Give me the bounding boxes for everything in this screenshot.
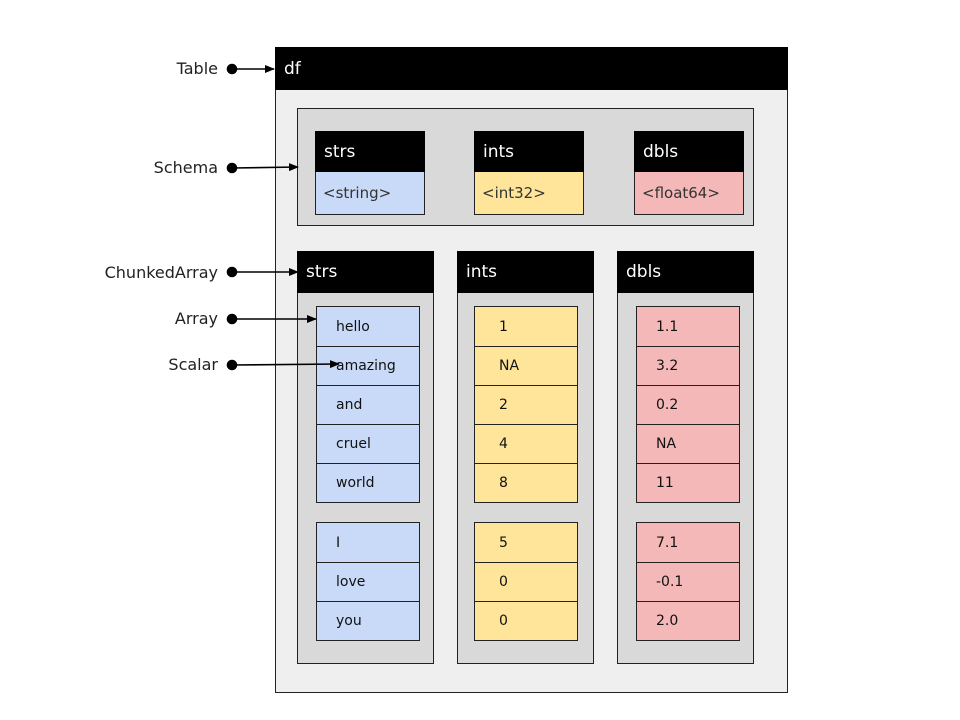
- label-scalar: Scalar: [168, 355, 218, 374]
- scalar-cell: 1.1: [656, 318, 679, 335]
- scalar-cell: NA: [475, 346, 577, 385]
- schema-field-type: <float64>: [634, 172, 744, 215]
- scalar-cell: NA: [637, 424, 739, 463]
- array-chunk: 1.1 3.2 0.2 NA 11: [636, 306, 740, 503]
- scalar-cell: 11: [637, 463, 739, 502]
- schema-field-dbls: dbls <float64>: [634, 131, 744, 215]
- arrow-scalar: [226, 359, 340, 371]
- array-chunk: 5 0 0: [474, 522, 578, 641]
- scalar-cell: 2.0: [637, 601, 739, 640]
- arrow-table: [226, 63, 275, 75]
- arrow-array: [226, 313, 317, 325]
- label-table: Table: [176, 59, 218, 78]
- scalar-cell: I: [336, 534, 341, 551]
- scalar-cell: love: [317, 562, 419, 601]
- scalar-cell: 0: [475, 562, 577, 601]
- array-chunk: hello amazing and cruel world: [316, 306, 420, 503]
- scalar-cell: hello: [336, 318, 370, 335]
- scalar-cell: -0.1: [637, 562, 739, 601]
- chunked-array-header: dbls: [617, 251, 754, 293]
- scalar-cell: cruel: [317, 424, 419, 463]
- scalar-cell: you: [317, 601, 419, 640]
- arrow-chunked-array: [226, 266, 299, 278]
- schema-field-name: ints: [474, 131, 584, 172]
- chunked-array-header: strs: [297, 251, 434, 293]
- scalar-cell: amazing: [317, 346, 419, 385]
- label-array: Array: [174, 309, 218, 328]
- table-name: df: [284, 58, 301, 79]
- scalar-cell: 8: [475, 463, 577, 502]
- schema-field-name: strs: [315, 131, 425, 172]
- label-chunked-array: ChunkedArray: [104, 263, 218, 282]
- scalar-cell: 0.2: [637, 385, 739, 424]
- scalar-cell: 4: [475, 424, 577, 463]
- scalar-cell: 0: [475, 601, 577, 640]
- array-chunk: 1 NA 2 4 8: [474, 306, 578, 503]
- scalar-cell: 1: [499, 318, 508, 335]
- arrow-line: [231, 163, 299, 172]
- array-chunk: I love you: [316, 522, 420, 641]
- schema-field-name: dbls: [634, 131, 744, 172]
- schema-field-ints: ints <int32>: [474, 131, 584, 215]
- scalar-cell: 7.1: [656, 534, 679, 551]
- arrow-line: [231, 360, 340, 369]
- chunked-array-header: ints: [457, 251, 594, 293]
- label-schema: Schema: [153, 158, 218, 177]
- table-header: df: [275, 47, 788, 90]
- scalar-cell: world: [317, 463, 419, 502]
- scalar-cell: 5: [499, 534, 508, 551]
- schema-field-type: <int32>: [474, 172, 584, 215]
- scalar-cell: 3.2: [637, 346, 739, 385]
- schema-field-strs: strs <string>: [315, 131, 425, 215]
- array-chunk: 7.1 -0.1 2.0: [636, 522, 740, 641]
- arrow-schema: [226, 162, 299, 174]
- scalar-cell: and: [317, 385, 419, 424]
- schema-field-type: <string>: [315, 172, 425, 215]
- scalar-cell: 2: [475, 385, 577, 424]
